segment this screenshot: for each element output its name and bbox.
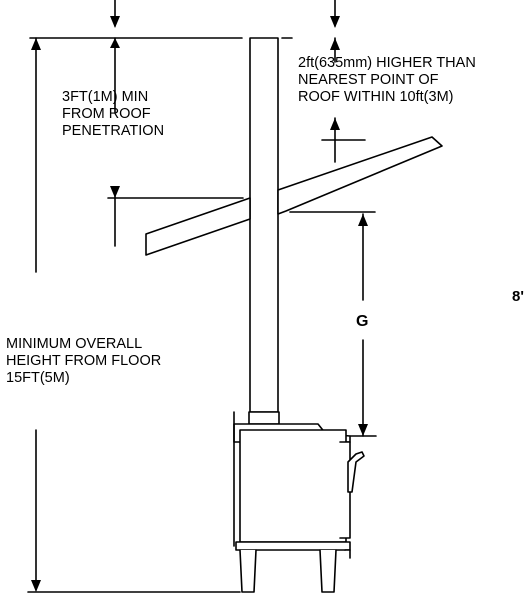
dimension-g-line (289, 211, 377, 437)
chimney-pipe (249, 37, 279, 413)
roof-slab-left (145, 197, 251, 256)
wood-stove (233, 411, 365, 593)
dimension-g-label: G (354, 313, 371, 331)
overall-height-dimension (27, 37, 241, 593)
top-arrow-left (110, 0, 120, 28)
roof-penetration-label: 3FT(1M) MIN FROM ROOF PENETRATION (62, 89, 165, 139)
roof-slab-right (277, 136, 443, 215)
higher-than-dimension (281, 37, 366, 163)
higher-than-label: 2ft(635mm) HIGHER THAN NEAREST POINT OF … (298, 55, 476, 105)
top-arrow-right (330, 0, 340, 28)
roof-penetration-dimension (107, 37, 244, 247)
cut-off-label: 8' (512, 288, 524, 305)
overall-height-label: MINIMUM OVERALL HEIGHT FROM FLOOR 15FT(5… (6, 336, 162, 386)
